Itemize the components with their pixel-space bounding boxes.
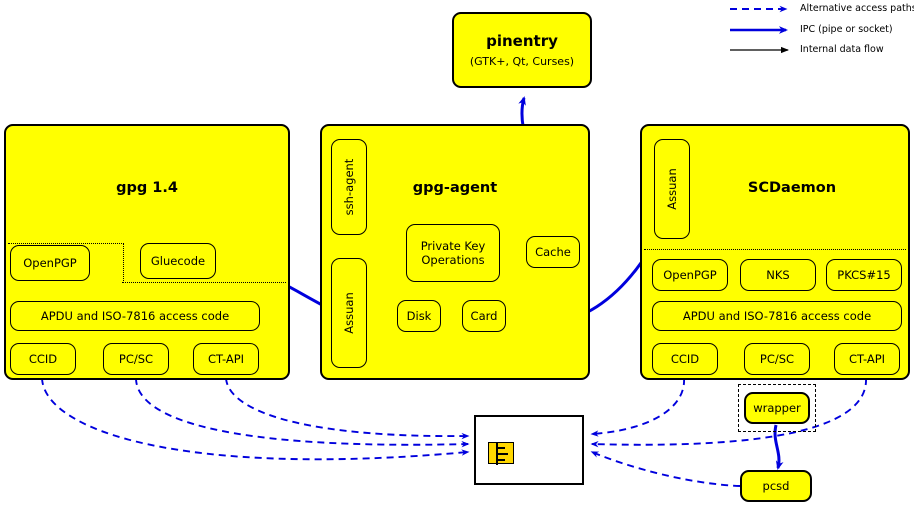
node-gpg-ctapi-label: CT-API — [207, 351, 245, 366]
node-gpg-pcsc[interactable]: PC/SC — [103, 343, 169, 375]
node-pcscd[interactable]: pcsd — [740, 470, 812, 502]
node-agent-private-key-operations[interactable]: Private Key Operations — [406, 224, 500, 282]
node-scd-ccid-label: CCID — [670, 351, 700, 366]
node-agent-disk[interactable]: Disk — [397, 300, 441, 332]
node-gpg-openpgp[interactable]: OpenPGP — [10, 245, 90, 281]
node-agent-ssh-agent[interactable]: ssh-agent — [331, 139, 367, 235]
node-scd-ctapi-label: CT-API — [848, 351, 886, 366]
node-gpg-pcsc-label: PC/SC — [118, 351, 154, 366]
node-agent-private-key-operations-label: Private Key Operations — [420, 238, 486, 267]
node-gpg-ccid[interactable]: CCID — [10, 343, 76, 375]
alt-gpg-pcsc-to-card — [135, 377, 470, 448]
node-scd-ccid[interactable]: CCID — [652, 343, 718, 375]
node-scd-pcsc[interactable]: PC/SC — [744, 343, 810, 375]
node-agent-assuan[interactable]: Assuan — [331, 258, 367, 368]
legend-label-internal: Internal data flow — [800, 44, 884, 55]
node-agent-ssh-agent-label: ssh-agent — [342, 158, 356, 216]
gpg-dotted-region-right — [122, 243, 286, 283]
pinentry-title: pinentry — [486, 32, 558, 50]
node-gpg-ctapi[interactable]: CT-API — [193, 343, 259, 375]
node-scd-pkcs15[interactable]: PKCS#15 — [826, 259, 902, 291]
node-agent-cache[interactable]: Cache — [526, 236, 580, 268]
node-scd-nks[interactable]: NKS — [740, 259, 816, 291]
node-wrapper-label: wrapper — [753, 400, 801, 415]
legend-label-ipc: IPC (pipe or socket) — [800, 24, 893, 35]
node-scd-assuan-label: Assuan — [665, 168, 679, 210]
node-scd-openpgp[interactable]: OpenPGP — [652, 259, 728, 291]
node-scd-openpgp-label: OpenPGP — [663, 267, 717, 282]
node-scd-assuan[interactable]: Assuan — [654, 139, 690, 239]
panel-scdaemon-title: SCDaemon — [747, 180, 837, 196]
node-agent-card[interactable]: Card — [462, 300, 506, 332]
node-gpg-ccid-label: CCID — [28, 351, 58, 366]
alt-scd-ctapi-to-card — [590, 377, 867, 448]
node-scd-pcsc-label: PC/SC — [759, 351, 795, 366]
node-scd-nks-label: NKS — [766, 267, 790, 282]
alt-gpg-ccid-to-card — [41, 377, 470, 461]
node-gpg-openpgp-label: OpenPGP — [23, 255, 77, 270]
wrapper-dashed-frame — [738, 384, 816, 432]
gpg-dotted-region-left — [8, 243, 124, 283]
alt-scd-ccid-to-card — [590, 377, 685, 437]
ipc-wrapper-to-pcscd — [773, 424, 784, 470]
node-scd-apdu[interactable]: APDU and ISO-7816 access code — [652, 301, 902, 331]
smartcard[interactable] — [474, 415, 584, 485]
node-agent-disk-label: Disk — [406, 308, 432, 323]
node-pcscd-label: pcsd — [762, 478, 790, 493]
node-agent-cache-label: Cache — [535, 244, 571, 259]
panel-gpg-title: gpg 1.4 — [116, 180, 178, 196]
alt-pcscd-to-card — [590, 451, 741, 487]
panel-gpg-agent-title: gpg-agent — [412, 180, 498, 196]
scdaemon-dotted-divider — [644, 249, 906, 250]
alt-gpg-ctapi-to-card — [225, 377, 470, 440]
legend-label-alternative: Alternative access paths — [800, 3, 914, 14]
node-gpg-apdu[interactable]: APDU and ISO-7816 access code — [10, 301, 260, 331]
node-agent-card-label: Card — [470, 308, 498, 323]
node-wrapper[interactable]: wrapper — [744, 392, 810, 424]
node-gpg-gluecode[interactable]: Gluecode — [140, 243, 216, 279]
node-scd-apdu-label: APDU and ISO-7816 access code — [682, 308, 872, 323]
pinentry-subtitle: (GTK+, Qt, Curses) — [469, 55, 575, 68]
node-gpg-apdu-label: APDU and ISO-7816 access code — [40, 308, 230, 323]
node-gpg-gluecode-label: Gluecode — [150, 253, 206, 268]
node-scd-ctapi[interactable]: CT-API — [834, 343, 900, 375]
node-scd-pkcs15-label: PKCS#15 — [837, 267, 891, 282]
node-agent-assuan-label: Assuan — [342, 292, 356, 334]
pinentry-box[interactable]: pinentry (GTK+, Qt, Curses) — [452, 12, 592, 88]
smartcard-chip-icon — [488, 442, 514, 465]
